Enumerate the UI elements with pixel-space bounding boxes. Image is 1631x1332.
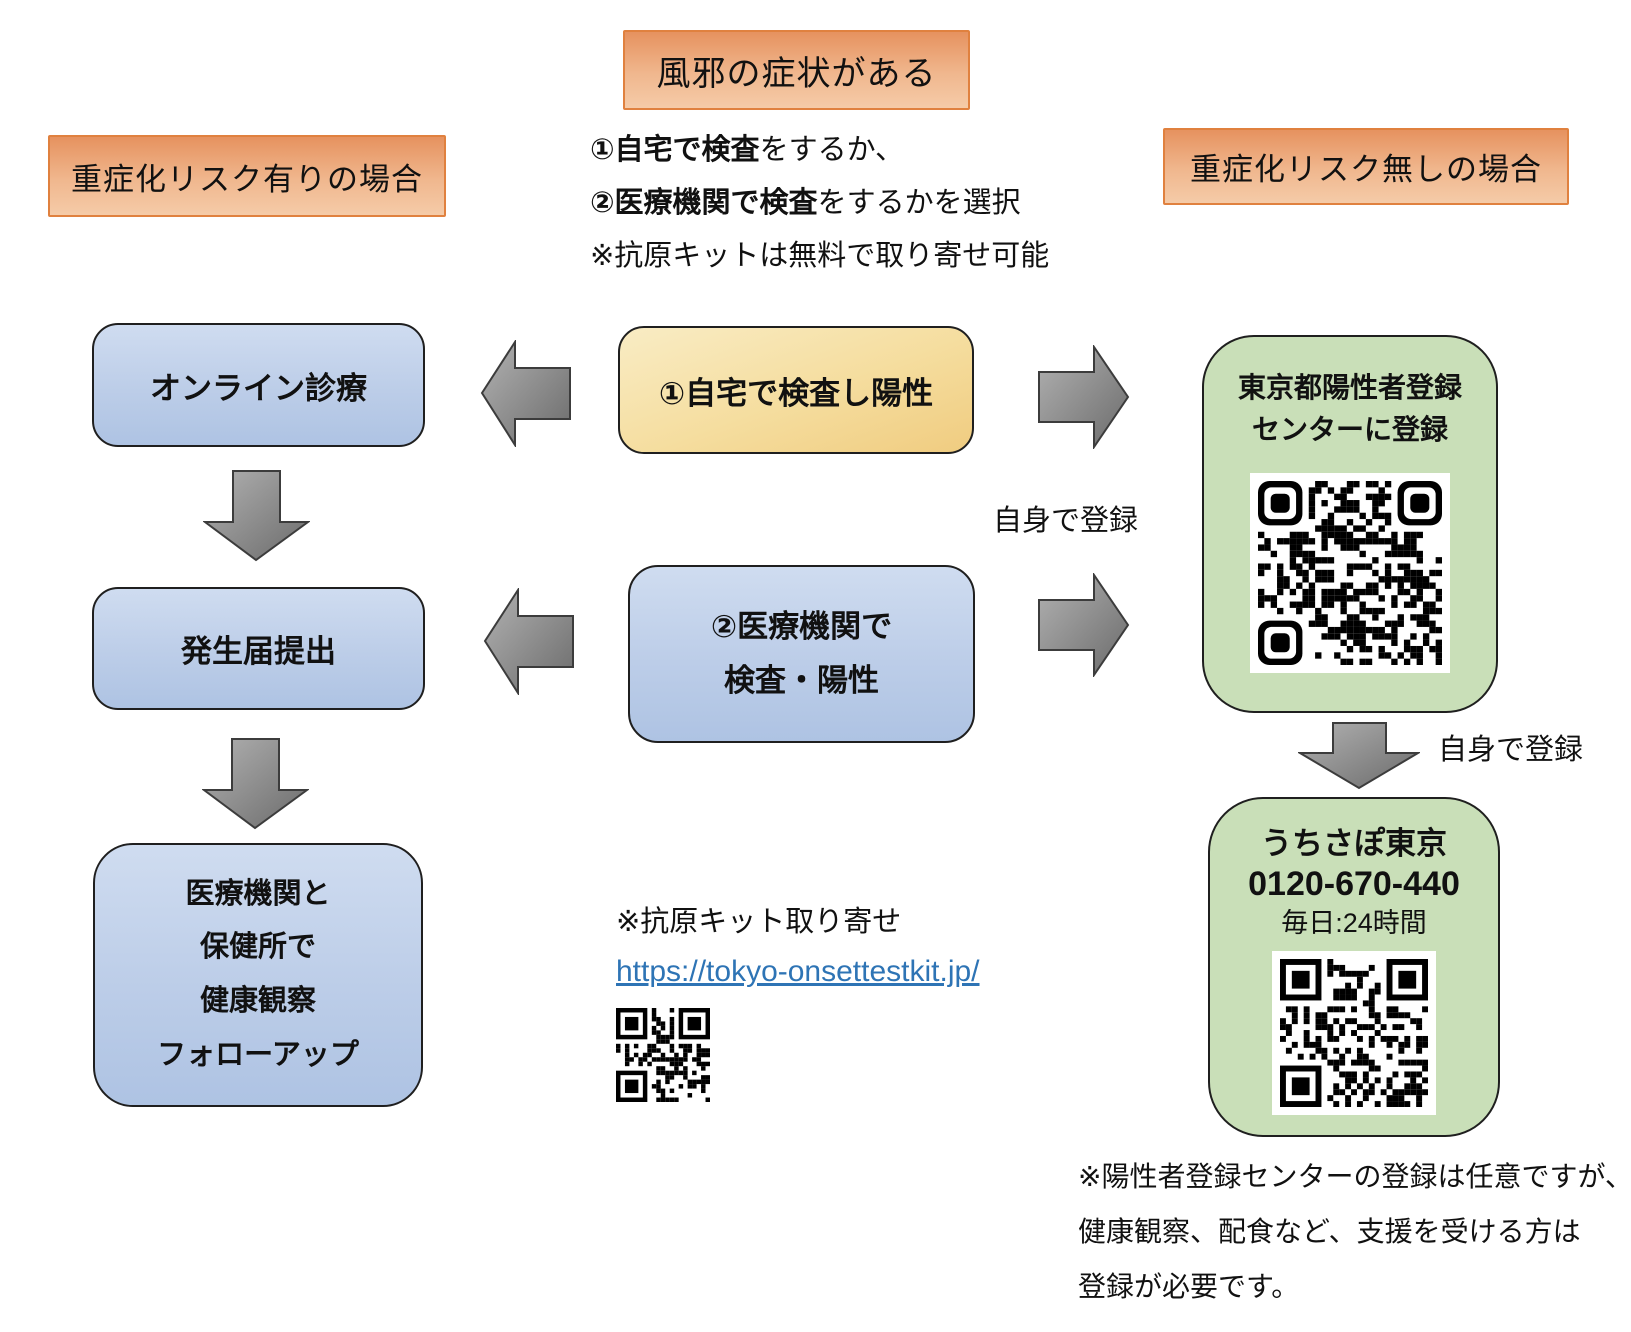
note-line-2: 健康観察、配食など、支援を受ける方は	[1078, 1216, 1581, 1247]
arrow-right-icon	[1038, 345, 1130, 449]
box-followup-line-4: フォローアップ	[157, 1038, 359, 1071]
header-risk-present-text: 重症化リスク有りの場合	[71, 161, 423, 197]
note-line-1: ※陽性者登録センターの登録は任意ですが、	[1078, 1161, 1631, 1192]
arrow-right-icon	[1038, 573, 1130, 677]
box-clinic-test-line-2: 検査・陽性	[724, 663, 879, 698]
box-registration-center: 東京都陽性者登録 センターに登録	[1202, 335, 1498, 713]
uchisapo-hours: 毎日:24時間	[1281, 908, 1427, 938]
instruction-line-2-rest: をするかを選択	[817, 187, 1021, 219]
uchisapo-name: うちさぽ東京	[1261, 826, 1447, 861]
note-line-3: 登録が必要です。	[1078, 1271, 1300, 1302]
box-followup: 医療機関と 保健所で 健康観察 フォローアップ	[93, 843, 423, 1107]
header-risk-absent-text: 重症化リスク無しの場合	[1190, 152, 1542, 187]
box-report-submission: 発生届提出	[92, 587, 425, 710]
instruction-line-2-bold: ②医療機関で検査	[590, 187, 818, 219]
qr-frame-registration	[1250, 473, 1450, 673]
arrow-down-icon	[1298, 722, 1420, 790]
box-registration-line-1: 東京都陽性者登録	[1237, 372, 1462, 403]
uchisapo-phone: 0120-670-440	[1248, 865, 1460, 903]
box-clinic-test-positive: ②医療機関で 検査・陽性	[628, 565, 975, 743]
box-clinic-test-line-1: ②医療機関で	[710, 608, 893, 644]
arrow-left-icon	[483, 588, 574, 695]
arrow-left-icon	[480, 340, 571, 447]
title-text: 風邪の症状がある	[656, 54, 937, 93]
header-risk-absent: 重症化リスク無しの場合	[1163, 128, 1569, 205]
box-home-test-positive: ①自宅で検査し陽性	[618, 326, 974, 454]
box-home-test-positive-text: ①自宅で検査し陽性	[658, 375, 934, 411]
box-followup-line-2: 保健所で	[199, 931, 316, 964]
box-online-care: オンライン診療	[92, 323, 425, 447]
instruction-line-1-bold: ①自宅で検査	[590, 134, 760, 166]
kit-link[interactable]: https://tokyo-onsettestkit.jp/	[616, 955, 980, 988]
header-risk-present: 重症化リスク有りの場合	[48, 135, 446, 217]
box-uchisapo: うちさぽ東京 0120-670-440 毎日:24時間	[1208, 797, 1500, 1137]
box-report-submission-text: 発生届提出	[181, 634, 336, 669]
box-followup-line-3: 健康観察	[199, 985, 316, 1017]
qr-code-icon	[616, 1008, 710, 1102]
arrow-down-icon	[203, 470, 310, 562]
instruction-line-3: ※抗原キットは無料で取り寄せ可能	[590, 240, 1050, 272]
instruction-line-1: ①自宅で検査をするか、	[590, 126, 904, 168]
box-online-care-text: オンライン診療	[150, 370, 367, 406]
instruction-line-2: ②医療機関で検査をするかを選択	[590, 179, 1021, 221]
box-registration-line-2: センターに登録	[1251, 414, 1448, 445]
instruction-line-1-rest: をするか、	[759, 134, 904, 166]
title-box: 風邪の症状がある	[623, 30, 970, 110]
arrow-down-icon	[202, 738, 309, 830]
qr-frame-uchisapo	[1272, 951, 1436, 1115]
self-register-label-1: 自身で登録	[993, 505, 1139, 537]
qr-code-icon	[1258, 481, 1442, 665]
kit-note: ※抗原キット取り寄せ	[616, 906, 902, 938]
qr-code-icon	[1280, 959, 1428, 1107]
box-followup-line-1: 医療機関と	[185, 877, 331, 910]
self-register-label-2: 自身で登録	[1438, 734, 1584, 766]
